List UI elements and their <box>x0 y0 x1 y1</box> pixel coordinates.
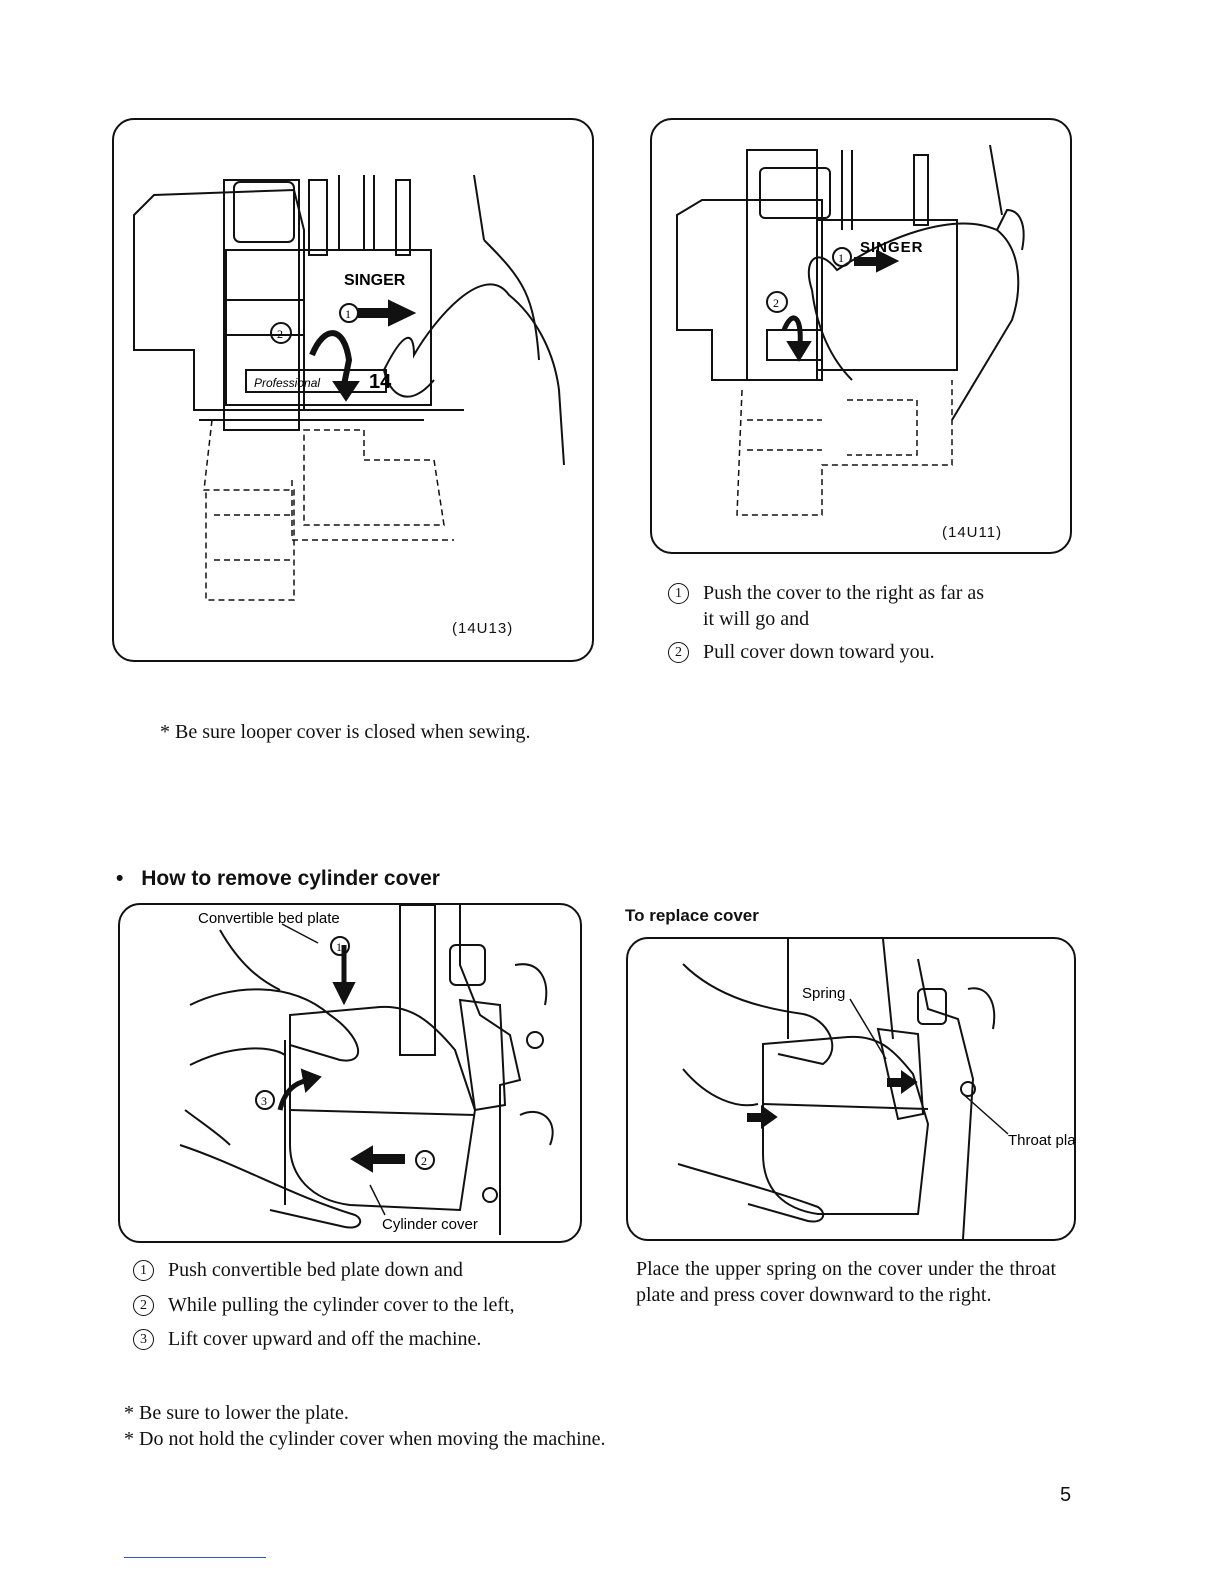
figure-open-looper-cover-14u13: SINGER Professional 14 1 2 (14U13) <box>112 118 594 662</box>
remove-step-1: 1 Push convertible bed plate down and <box>133 1257 593 1283</box>
illustration-replace-cylinder-cover: Spring Throat plate <box>677 939 1074 1239</box>
figure-remove-cylinder-cover: Convertible bed plate Cylinder cover 1 2… <box>118 903 582 1243</box>
step-number: 1 <box>133 1260 154 1281</box>
illustration-looper-cover-open: SINGER Professional 14 1 2 <box>133 174 565 601</box>
step-text: Push the cover to the right as far as it… <box>703 582 985 630</box>
note-do-not-hold-cover: * Do not hold the cylinder cover when mo… <box>124 1428 606 1450</box>
step-marker-2: 2 <box>277 327 283 341</box>
illustration-push-cover-right: SINGER 1 2 <box>676 144 1025 516</box>
step-text: Push convertible bed plate down and <box>168 1259 463 1281</box>
step-1: 1 Push the cover to the right as far as … <box>668 580 998 632</box>
heading-text: How to remove cylinder cover <box>141 867 440 890</box>
section-heading-replace-cover: To replace cover <box>625 906 759 925</box>
note-lower-plate: * Be sure to lower the plate. <box>124 1402 349 1424</box>
section-heading-remove-cylinder-cover: • How to remove cylinder cover <box>116 867 440 891</box>
step-number: 2 <box>133 1295 154 1316</box>
figure-code: (14U13) <box>452 620 514 637</box>
step-marker-3: 3 <box>261 1094 267 1108</box>
label-throat-plate: Throat plate <box>1008 1132 1074 1149</box>
label-cylinder-cover: Cylinder cover <box>382 1216 478 1233</box>
step-marker-1: 1 <box>838 251 844 265</box>
step-text: Lift cover upward and off the machine. <box>168 1328 482 1350</box>
figure-code: (14U11) <box>942 524 1003 541</box>
remove-step-2: 2 While pulling the cylinder cover to th… <box>133 1292 593 1318</box>
illustration-remove-cylinder-cover: Convertible bed plate Cylinder cover 1 2… <box>179 905 554 1235</box>
step-marker-1: 1 <box>345 307 351 321</box>
step-marker-1: 1 <box>336 940 342 954</box>
figure-replace-cover: Spring Throat plate <box>626 937 1076 1241</box>
bullet: • <box>116 867 124 890</box>
step-number: 1 <box>668 583 689 604</box>
footer-rule <box>124 1557 266 1558</box>
replace-cover-instructions: Place the upper spring on the cover unde… <box>636 1258 1056 1306</box>
page-number: 5 <box>1060 1484 1072 1506</box>
step-number: 2 <box>668 642 689 663</box>
step-number: 3 <box>133 1329 154 1350</box>
step-2: 2 Pull cover down toward you. <box>668 639 998 665</box>
label-spring: Spring <box>802 985 845 1002</box>
step-marker-2: 2 <box>421 1154 427 1168</box>
model-label: Professional <box>254 376 320 390</box>
label-convertible-bed-plate: Convertible bed plate <box>198 910 340 927</box>
note-looper-closed: * Be sure looper cover is closed when se… <box>160 721 531 743</box>
brand-label: SINGER <box>344 272 406 289</box>
step-text: Pull cover down toward you. <box>703 641 935 663</box>
figure-open-looper-cover-14u11: SINGER 1 2 (14U11) <box>650 118 1072 554</box>
model-number-label: 14 <box>369 371 392 393</box>
remove-step-3: 3 Lift cover upward and off the machine. <box>133 1326 593 1352</box>
step-text: While pulling the cylinder cover to the … <box>168 1294 515 1316</box>
brand-label: SINGER <box>860 239 924 256</box>
step-marker-2: 2 <box>773 296 779 310</box>
